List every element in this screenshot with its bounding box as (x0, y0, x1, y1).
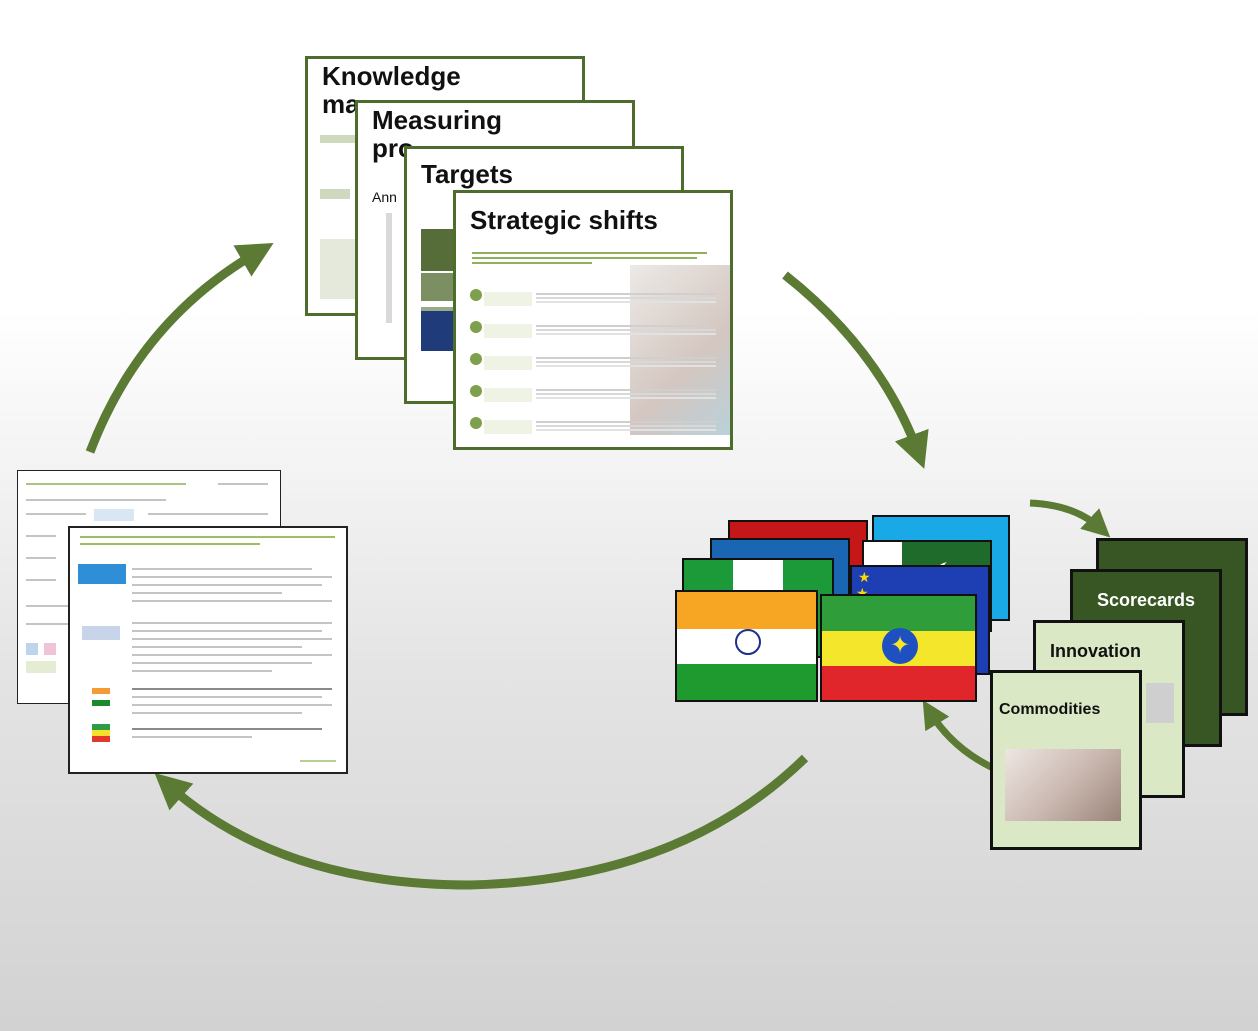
card-strategic-shifts-title: Strategic shifts (470, 205, 658, 235)
card-strategic-shifts: Strategic shifts (453, 190, 733, 450)
india-emblem (92, 688, 110, 706)
doc-global-national-actors (68, 526, 348, 774)
card-commodities: Commodities (990, 670, 1142, 850)
arrow-bottom (154, 754, 809, 890)
card-targets-title: Targets (421, 159, 513, 189)
ethiopia-emblem (92, 724, 110, 742)
shift-row (470, 319, 720, 345)
innovation-label: Innovation (1050, 641, 1141, 661)
shift-row (470, 415, 720, 441)
arrow-from-stack (922, 700, 995, 772)
shift-row (470, 287, 720, 313)
scorecards-label: Scorecards (1096, 590, 1196, 610)
usaid-logo (82, 626, 120, 640)
unicef-logo (78, 564, 126, 584)
flag-ethiopia: ✦ (820, 594, 977, 702)
card-measuring-subtitle: Ann (372, 189, 397, 205)
shift-row (470, 383, 720, 409)
shift-row (470, 351, 720, 377)
arrow-to-stack (1029, 499, 1111, 538)
arrow-down-right (782, 271, 929, 469)
boxes-photo (1005, 749, 1121, 821)
card-knowledge-title-cont: ma (322, 89, 360, 119)
card-knowledge-title: Knowledge (322, 61, 461, 91)
arrow-up-left (85, 243, 274, 454)
card-measuring-title: Measuring (372, 105, 503, 135)
flag-india (675, 590, 818, 702)
commodities-label: Commodities (999, 701, 1101, 718)
shifts-summary-lines (472, 249, 718, 267)
